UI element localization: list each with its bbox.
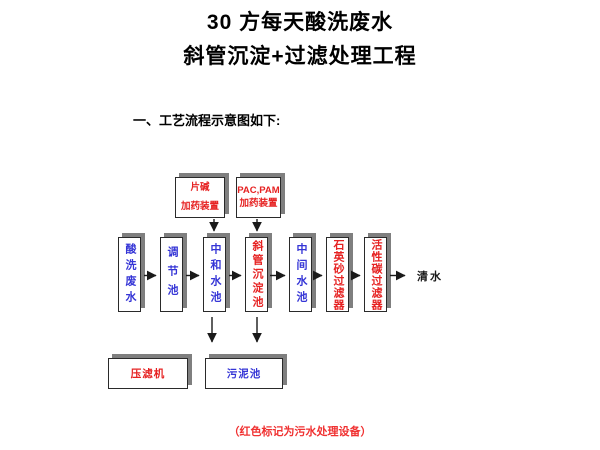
dosing-caustic-line1: 片碱 bbox=[190, 181, 210, 193]
bottom-box-filter-press: 压滤机 bbox=[108, 354, 192, 389]
flow-box-regulation-tank: 调节池 bbox=[160, 233, 187, 312]
bottom-box-sludge-tank: 污泥池 bbox=[205, 354, 287, 389]
flow-box-acid-wastewater: 酸洗废水 bbox=[118, 233, 145, 312]
box-face: 活性碳过滤器 bbox=[364, 237, 387, 312]
flow-box-intermediate-tank: 中间水池 bbox=[289, 233, 316, 312]
section-heading: 一、工艺流程示意图如下: bbox=[133, 113, 281, 128]
sludge-tank-label: 污泥池 bbox=[226, 368, 262, 380]
dosing-pacpam-label: PAC,PAM 加药装置 bbox=[237, 185, 279, 211]
page-title: 30 方每天酸洗废水 斜管沉淀+过滤处理工程 bbox=[0, 6, 600, 74]
box-face: 斜管沉淀池 bbox=[245, 237, 268, 312]
dosing-pacpam-line2: 加药装置 bbox=[239, 197, 278, 209]
flow-box-quartz-sand-filter: 石英砂过滤器 bbox=[326, 233, 353, 312]
box-face: 中和水池 bbox=[203, 237, 226, 312]
box-face: PAC,PAM 加药装置 bbox=[236, 177, 281, 218]
flow-label-inclined-tube-sedimentation-tank: 斜管沉淀池 bbox=[251, 239, 263, 310]
page-title-line-1: 30 方每天酸洗废水 bbox=[206, 11, 394, 34]
page-title-line-2: 斜管沉淀+过滤处理工程 bbox=[183, 45, 417, 68]
flow-label-quartz-sand-filter: 石英砂过滤器 bbox=[332, 238, 344, 311]
flow-label-acid-wastewater: 酸洗废水 bbox=[124, 242, 136, 307]
box-face: 调节池 bbox=[160, 237, 183, 312]
box-face: 污泥池 bbox=[205, 358, 283, 389]
box-face: 石英砂过滤器 bbox=[326, 237, 349, 312]
filter-press-label: 压滤机 bbox=[130, 368, 166, 380]
dosing-caustic-line2: 加药装置 bbox=[180, 200, 219, 212]
flow-label-regulation-tank: 调节池 bbox=[166, 246, 178, 303]
dosing-box-pac-pam: PAC,PAM 加药装置 bbox=[236, 173, 285, 218]
flow-label-intermediate-tank: 中间水池 bbox=[295, 242, 307, 307]
box-face: 片碱 加药装置 bbox=[175, 177, 225, 218]
flow-box-neutralization-tank: 中和水池 bbox=[203, 233, 230, 312]
box-face: 压滤机 bbox=[108, 358, 188, 389]
footnote: （红色标记为污水处理设备） bbox=[228, 426, 372, 438]
flow-label-neutralization-tank: 中和水池 bbox=[209, 242, 221, 307]
box-face: 酸洗废水 bbox=[118, 237, 141, 312]
dosing-caustic-label: 片碱 加药装置 bbox=[181, 179, 219, 216]
clean-water-label: 清水 bbox=[417, 271, 443, 283]
dosing-box-caustic-soda: 片碱 加药装置 bbox=[175, 173, 229, 218]
flow-box-inclined-tube-sedimentation-tank: 斜管沉淀池 bbox=[245, 233, 272, 312]
flow-box-activated-carbon-filter: 活性碳过滤器 bbox=[364, 233, 391, 312]
dosing-pacpam-line1: PAC,PAM bbox=[237, 184, 280, 196]
box-face: 中间水池 bbox=[289, 237, 312, 312]
flow-label-activated-carbon-filter: 活性碳过滤器 bbox=[370, 238, 382, 311]
